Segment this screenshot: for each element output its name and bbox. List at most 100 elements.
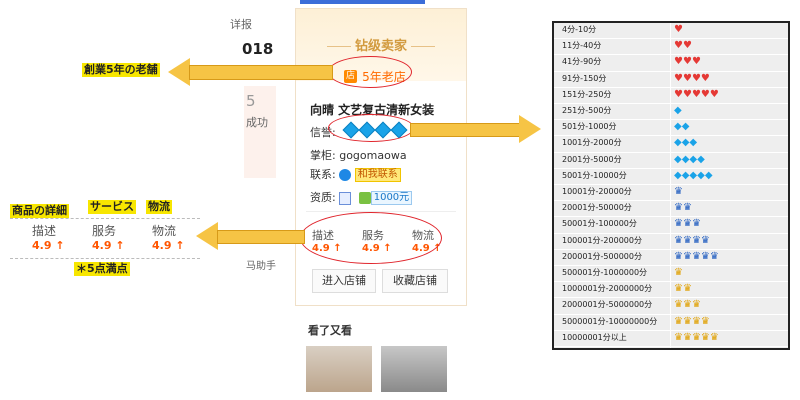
- blue-crown-icon: ♛: [682, 202, 692, 214]
- heart-icon: ♥: [674, 40, 683, 52]
- diamond-icon: ◆: [704, 169, 713, 181]
- diamond-icon: ◆: [681, 169, 690, 181]
- credit-table-row: 50001分-100000分♛♛♛: [554, 217, 788, 234]
- enter-shop-button[interactable]: 进入店铺: [312, 269, 376, 293]
- annotation-score-logistics-label: 物流: [152, 224, 177, 238]
- credit-level-table: 4分-10分♥11分-40分♥♥41分-90分♥♥♥91分-150分♥♥♥♥15…: [552, 21, 790, 350]
- gold-crown-icon: ♛: [691, 315, 701, 327]
- credit-table-row: 4分-10分 ♥: [554, 23, 788, 40]
- credit-range: 151分-250分: [562, 89, 612, 99]
- arrow-left-icon: [168, 58, 190, 86]
- annotation-score-service-value: 4.9 ↑: [92, 239, 125, 252]
- credit-range: 2000001分-5000000分: [562, 300, 653, 310]
- diamond-icon: ◆: [681, 137, 690, 149]
- credit-range: 1000001分-2000000分: [562, 284, 653, 294]
- credit-level-icons: ◆◆◆◆◆: [674, 169, 713, 183]
- blue-crown-icon: ♛: [691, 250, 701, 262]
- heart-icon: ♥: [682, 40, 692, 52]
- diamond-seller-badge: 钻级卖家: [296, 35, 466, 54]
- product-thumbnail[interactable]: [381, 346, 447, 392]
- credit-level-icons: ♛: [674, 266, 683, 280]
- heart-icon: ♥: [691, 88, 701, 100]
- gold-crown-icon: ♛: [682, 299, 692, 311]
- favorite-shop-button[interactable]: 收藏店铺: [382, 269, 448, 293]
- highlight-ellipse-scores: [300, 212, 442, 264]
- credit-table-row: 41分-90分♥♥♥: [554, 55, 788, 72]
- credit-level-icons: ♛♛♛: [674, 298, 701, 312]
- fragment-pink-panel: [244, 86, 276, 178]
- credit-level-icons: ♥: [674, 23, 683, 37]
- blue-crown-icon: ♛: [700, 234, 710, 246]
- credit-range: 4分-10分: [562, 25, 597, 34]
- fragment-helper: 马助手: [246, 261, 276, 272]
- diamond-icon: ◆: [689, 137, 698, 149]
- fragment-top-text: 详报: [230, 18, 252, 31]
- credit-level-icons: ♛♛♛♛: [674, 234, 710, 248]
- id-card-icon[interactable]: [339, 191, 352, 205]
- diamond-icon: ◆: [674, 105, 682, 116]
- credit-range: 500001分-1000000分: [562, 268, 648, 277]
- qualification-label: 资质:: [310, 191, 336, 204]
- keeper-name[interactable]: gogomaowa: [339, 149, 407, 162]
- annotation-max-note: ＊5点満点: [74, 262, 130, 276]
- credit-table-row: 1001分-2000分◆◆◆: [554, 136, 788, 153]
- diamond-icon: ◆: [697, 153, 705, 165]
- heart-icon: ♥: [674, 56, 683, 68]
- fragment-success: 成功: [246, 116, 268, 129]
- contact-button[interactable]: 和我联系: [354, 168, 401, 182]
- diamond-icon: ◆: [689, 153, 698, 165]
- credit-range: 5001分-10000分: [562, 170, 627, 180]
- credit-level-icons: ◆◆: [674, 120, 689, 134]
- contact-label: 联系:: [310, 168, 336, 181]
- diamond-icon: ◆: [689, 169, 698, 181]
- blue-crown-icon: ♛: [682, 234, 692, 246]
- credit-table-row: 5001分-10000分 ◆◆◆◆◆: [554, 169, 788, 185]
- blue-crown-icon: ♛: [674, 202, 683, 214]
- credit-level-icons: ♛♛: [674, 282, 692, 296]
- also-viewed-title: 看了又看: [308, 324, 352, 337]
- credit-table-row: 100001分-200000分♛♛♛♛: [554, 234, 788, 250]
- credit-table-row: 251分-500分◆: [554, 104, 788, 121]
- heart-icon: ♥: [691, 72, 701, 84]
- chat-icon[interactable]: [339, 169, 352, 181]
- blue-crown-icon: ♛: [674, 250, 683, 262]
- credit-level-icons: ♛: [674, 185, 683, 199]
- credit-table-row: 500001分-1000000分 ♛: [554, 266, 788, 283]
- blue-crown-icon: ♛: [691, 218, 701, 230]
- gold-crown-icon: ♛: [682, 331, 692, 343]
- annotation-service: サービス: [88, 200, 136, 214]
- credit-level-icons: ♛♛♛♛♛: [674, 331, 719, 345]
- diamond-icon: ◆: [674, 137, 682, 149]
- blue-crown-icon: ♛: [709, 250, 719, 262]
- credit-table-row: 151分-250分♥♥♥♥♥: [554, 88, 788, 104]
- credit-range: 2001分-5000分: [562, 154, 622, 164]
- fragment-year: 018: [242, 40, 274, 58]
- gold-crown-icon: ♛: [682, 283, 692, 295]
- product-thumbnail[interactable]: [306, 346, 372, 392]
- heart-icon: ♥: [674, 24, 683, 35]
- credit-table-row: 2000001分-5000000分 ♛♛♛: [554, 298, 788, 315]
- heart-icon: ♥: [682, 56, 692, 68]
- credit-range: 20001分-50000分: [562, 203, 632, 213]
- arrow-left-icon: [196, 222, 218, 250]
- shop-name[interactable]: 向晴 文艺复古清新女装: [310, 103, 435, 117]
- blue-crown-icon: ♛: [682, 218, 692, 230]
- blue-crown-icon: ♛: [674, 186, 683, 197]
- credit-range: 200001分-500000分: [562, 251, 642, 261]
- highlight-ellipse-credit: [328, 114, 414, 142]
- diamond-icon: ◆: [681, 121, 690, 133]
- heart-icon: ♥: [691, 56, 701, 68]
- fragment-five: 5: [246, 92, 256, 110]
- gold-crown-icon: ♛: [709, 331, 719, 343]
- deposit-badge[interactable]: 1000元: [370, 191, 413, 205]
- credit-level-icons: ♥♥♥♥: [674, 72, 710, 86]
- heart-icon: ♥: [682, 88, 692, 100]
- credit-range: 10001分-20000分: [562, 187, 632, 196]
- credit-level-icons: ♛♛♛: [674, 217, 701, 231]
- credit-range: 501分-1000分: [562, 122, 617, 132]
- deposit-icon[interactable]: [358, 192, 371, 204]
- credit-range: 11分-40分: [562, 41, 602, 51]
- keeper-label: 掌柜:: [310, 149, 336, 162]
- credit-table-row: 501分-1000分 ◆◆: [554, 120, 788, 137]
- credit-table-row: 2001分-5000分◆◆◆◆: [554, 153, 788, 169]
